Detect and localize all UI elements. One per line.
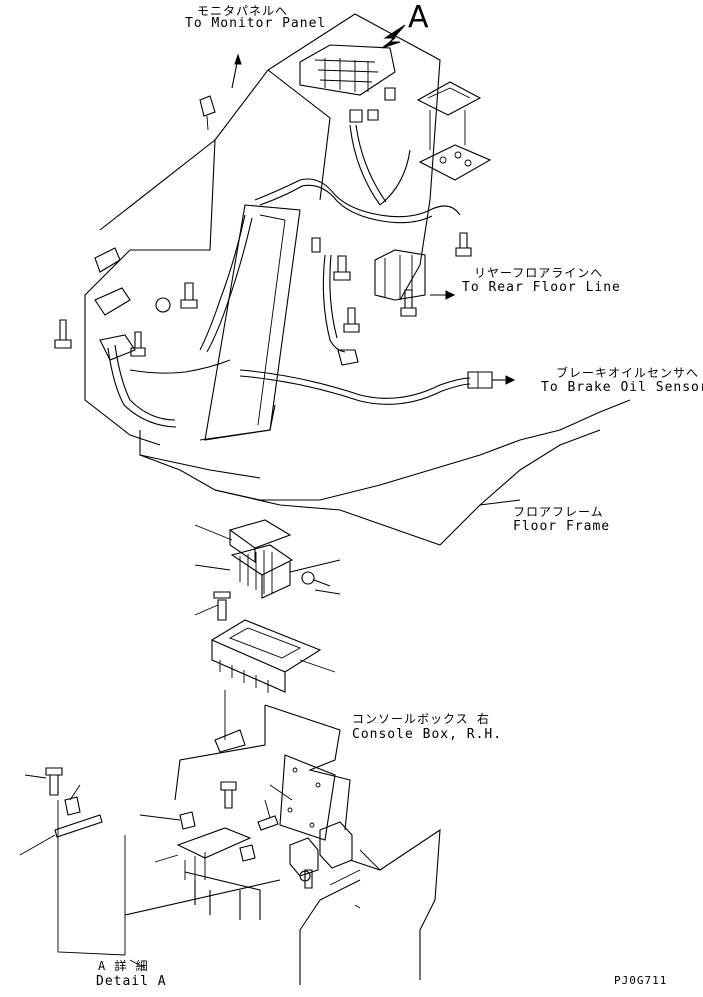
console-box-detail [19,690,441,985]
floor-frame-label-en: Floor Frame [513,519,611,534]
monitor-panel-label-en: To Monitor Panel [185,16,327,31]
detail-label-jp: A 詳 細 [98,959,149,973]
brake-oil-label-jp: ブレーキオイルセンサへ [556,366,700,380]
floor-frame-label-jp: フロアフレーム [513,505,604,519]
console-box-label-en: Console Box, R.H. [352,727,503,742]
drawing-code: PJ0G711 [614,974,668,987]
detail-label-en: Detail A [96,974,167,989]
view-marker-a: A [408,0,429,35]
monitor-panel-label-jp: モニタパネルへ [197,4,289,18]
exploded-connector-group [194,519,341,693]
bolt-icons [54,232,472,357]
console-box-label-jp: コンソールボックス 右 [352,712,490,726]
rear-floor-label-jp: リヤーフロアラインへ [474,266,604,280]
top-assembly [54,13,631,546]
brake-oil-label-en: To Brake Oil Sensor [541,380,703,395]
rear-floor-label-en: To Rear Floor Line [462,280,621,295]
